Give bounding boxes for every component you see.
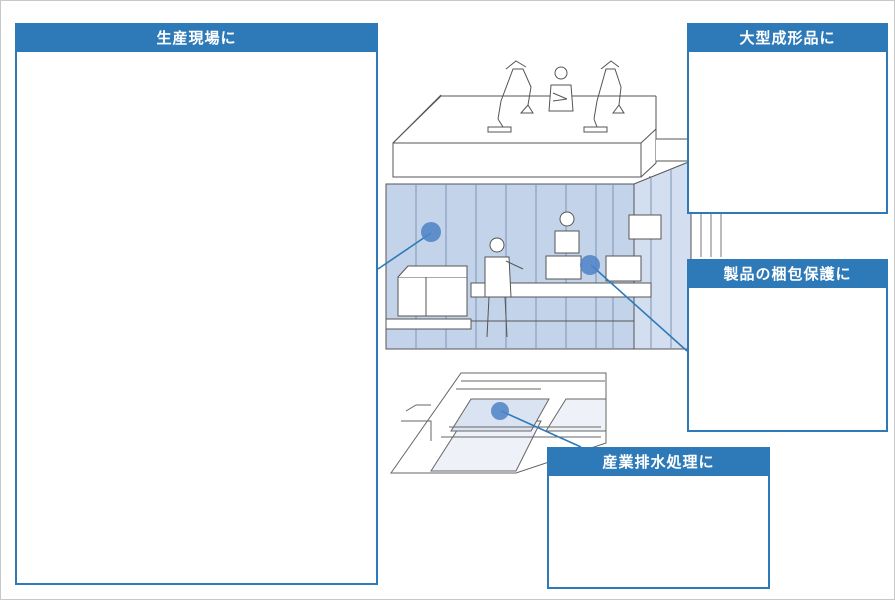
marker-production (421, 222, 441, 242)
panel-packaging: 製品の梱包保護に (687, 259, 888, 432)
marker-wastewater (491, 402, 509, 420)
marker-packaging (580, 255, 600, 275)
panel-title: 製品の梱包保護に (689, 261, 886, 288)
robot-arm-right (583, 60, 625, 133)
worker-boxing (545, 211, 662, 282)
callout-lines (377, 232, 688, 448)
worker-packing (484, 237, 524, 338)
storage-racks (691, 212, 725, 257)
panel-wastewater: 産業排水処理に (547, 447, 770, 589)
panel-production: 生産現場に (15, 23, 378, 585)
upper-deck (392, 142, 642, 178)
panel-title: 産業排水処理に (549, 449, 768, 476)
robot-arm-left (487, 60, 534, 133)
panel-title: 大型成形品に (689, 25, 886, 52)
panel-title: 生産現場に (17, 25, 376, 52)
worker-upper (548, 66, 574, 112)
panel-large-molded: 大型成形品に (687, 23, 888, 214)
glass-partition (385, 160, 692, 350)
